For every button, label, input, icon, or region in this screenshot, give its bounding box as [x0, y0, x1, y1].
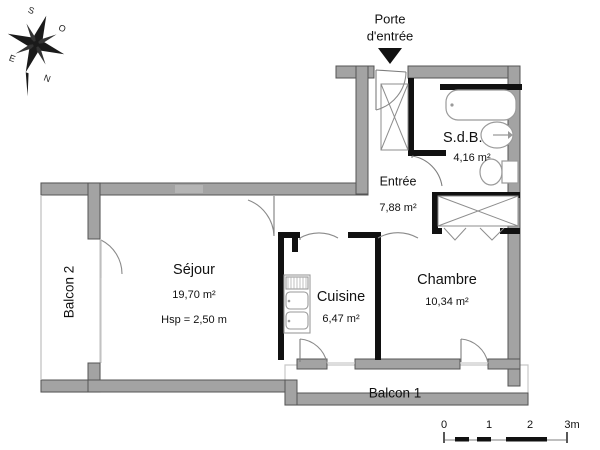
room-label-entree: Entrée 7,88 m² — [379, 174, 417, 214]
scale-tick-2: 2 — [527, 419, 533, 431]
room-label-sdb: S.d.B. 4,16 m² — [443, 130, 491, 164]
room-label-chambre: Chambre 10,34 m² — [417, 272, 477, 308]
interior-partitions — [278, 78, 522, 360]
room-area-chambre: 10,34 m² — [425, 296, 469, 308]
scale-tick-0: 0 — [441, 419, 447, 431]
scale-tick-3: 3m — [564, 419, 579, 431]
room-area-sejour: 19,70 m² — [172, 289, 216, 301]
bathtub-icon — [445, 89, 517, 121]
closet-entree — [380, 83, 409, 151]
room-name-sdb: S.d.B. — [443, 130, 483, 146]
room-name-chambre: Chambre — [417, 272, 477, 288]
compass-letter-s: S — [27, 5, 36, 16]
entry-door-line1: Porte — [374, 11, 405, 26]
door-swings — [100, 69, 489, 364]
room-name-entree: Entrée — [380, 174, 417, 188]
scale-bar: 0 1 2 3m — [441, 419, 580, 443]
closet-chambre — [437, 195, 519, 241]
scale-tick-1: 1 — [486, 419, 492, 431]
room-area-cuisine: 6,47 m² — [322, 313, 360, 325]
compass-letter-o: O — [57, 23, 67, 35]
window-glazing — [40, 195, 488, 380]
exterior-walls — [40, 65, 529, 406]
room-name-cuisine: Cuisine — [317, 289, 365, 305]
room-name-sejour: Séjour — [173, 262, 215, 278]
toilet-icon — [479, 158, 519, 186]
entry-door-annotation: Porte d'entrée — [367, 11, 414, 64]
down-chevron-icon — [378, 48, 402, 64]
balcony-label-2: Balcon 2 — [62, 266, 77, 319]
compass-rose — [7, 15, 65, 97]
room-label-sejour: Séjour 19,70 m² Hsp = 2,50 m — [161, 262, 227, 326]
entry-door-line2: d'entrée — [367, 28, 414, 43]
compass-letter-n: N — [42, 73, 52, 85]
room-hsp-sejour: Hsp = 2,50 m — [161, 314, 227, 326]
room-area-entree: 7,88 m² — [379, 202, 417, 214]
compass-letters: S O E N — [8, 5, 68, 85]
room-area-sdb: 4,16 m² — [453, 152, 491, 164]
kitchen-sink-icon — [283, 274, 311, 334]
washbasin-icon — [480, 121, 514, 149]
room-label-cuisine: Cuisine 6,47 m² — [317, 289, 365, 325]
balcony-label-1: Balcon 1 — [369, 386, 422, 401]
compass-letter-e: E — [8, 53, 17, 64]
